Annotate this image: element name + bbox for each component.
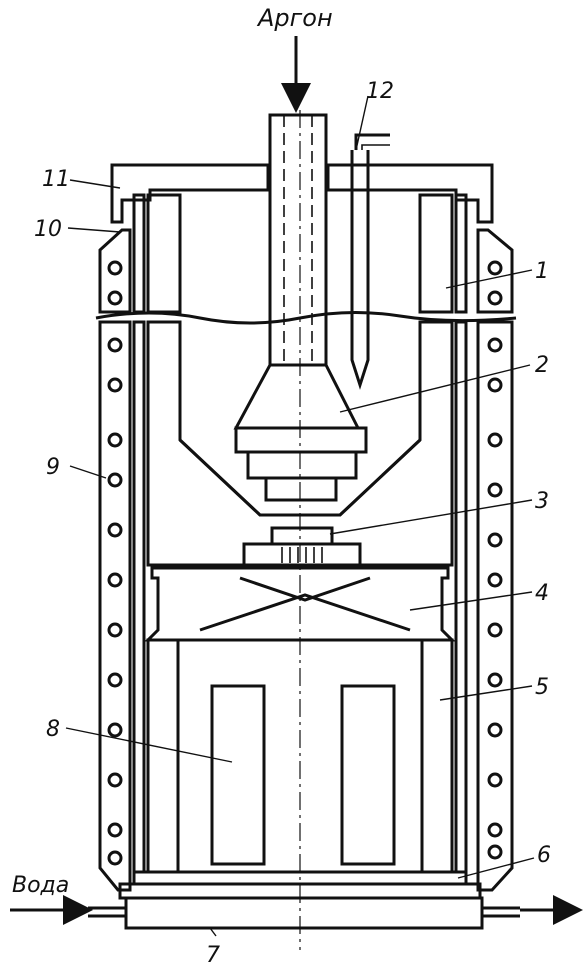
label-part-4: 4 [535, 581, 549, 606]
break-line [95, 310, 517, 325]
lower-heater [146, 638, 180, 874]
rod [268, 113, 328, 367]
lid-right [326, 163, 494, 224]
induction-coil-left [107, 260, 123, 866]
induction-coil-right [487, 260, 503, 860]
heater-left-upper [146, 193, 182, 314]
label-part-9: 9 [46, 455, 60, 480]
heating-element-left [210, 684, 266, 866]
crystal-top [270, 526, 334, 546]
label-part-6: 6 [537, 843, 551, 868]
label-part-1: 1 [535, 259, 549, 284]
label-part-8: 8 [46, 717, 60, 742]
leader-lines [65, 95, 535, 937]
label-part-2: 2 [535, 353, 549, 378]
label-part-5: 5 [535, 675, 549, 700]
heating-element-right [340, 684, 396, 866]
crystal [242, 542, 362, 568]
label-water: Вода [12, 873, 69, 898]
lower-heater-right [420, 638, 454, 874]
label-part-10: 10 [34, 217, 62, 242]
label-argon: Аргон [256, 4, 333, 32]
label-part-7: 7 [206, 943, 220, 968]
cooling-base [124, 896, 484, 930]
label-part-12: 12 [366, 79, 394, 104]
seed-holder [233, 363, 361, 430]
label-part-3: 3 [535, 489, 549, 514]
lid [110, 163, 270, 224]
thermocouple [350, 133, 390, 390]
heater-right-upper [418, 193, 454, 314]
label-part-11: 11 [42, 167, 70, 192]
coil-housing [98, 228, 514, 892]
